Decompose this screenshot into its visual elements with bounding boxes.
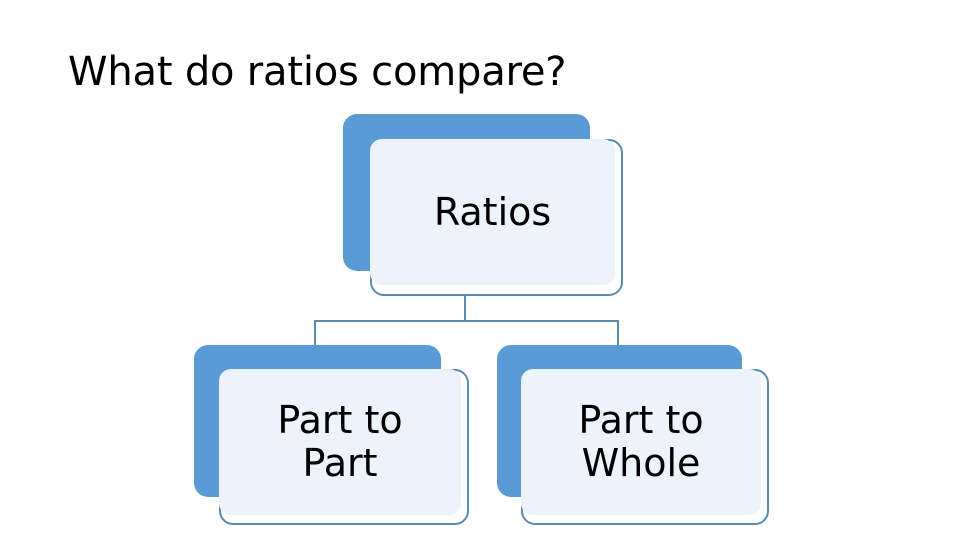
node-light-fill (370, 139, 615, 285)
connector-drop-right (617, 320, 619, 346)
diagram-node-label-part-to-part: Part to Part (277, 398, 403, 485)
diagram-node-part-to-whole[interactable]: Part to Whole (497, 345, 769, 525)
diagram-node-label-ratios: Ratios (433, 189, 552, 234)
connector-drop-left (314, 320, 316, 346)
diagram-node-ratios[interactable]: Ratios (343, 114, 623, 296)
node-light-fill (521, 369, 761, 515)
node-light-fill (219, 369, 461, 515)
connector-stem (464, 296, 466, 321)
page-title: What do ratios compare? (68, 49, 567, 95)
connector-bar (314, 320, 619, 322)
diagram-node-part-to-part[interactable]: Part to Part (194, 345, 469, 525)
diagram-node-label-part-to-whole: Part to Whole (578, 398, 704, 485)
